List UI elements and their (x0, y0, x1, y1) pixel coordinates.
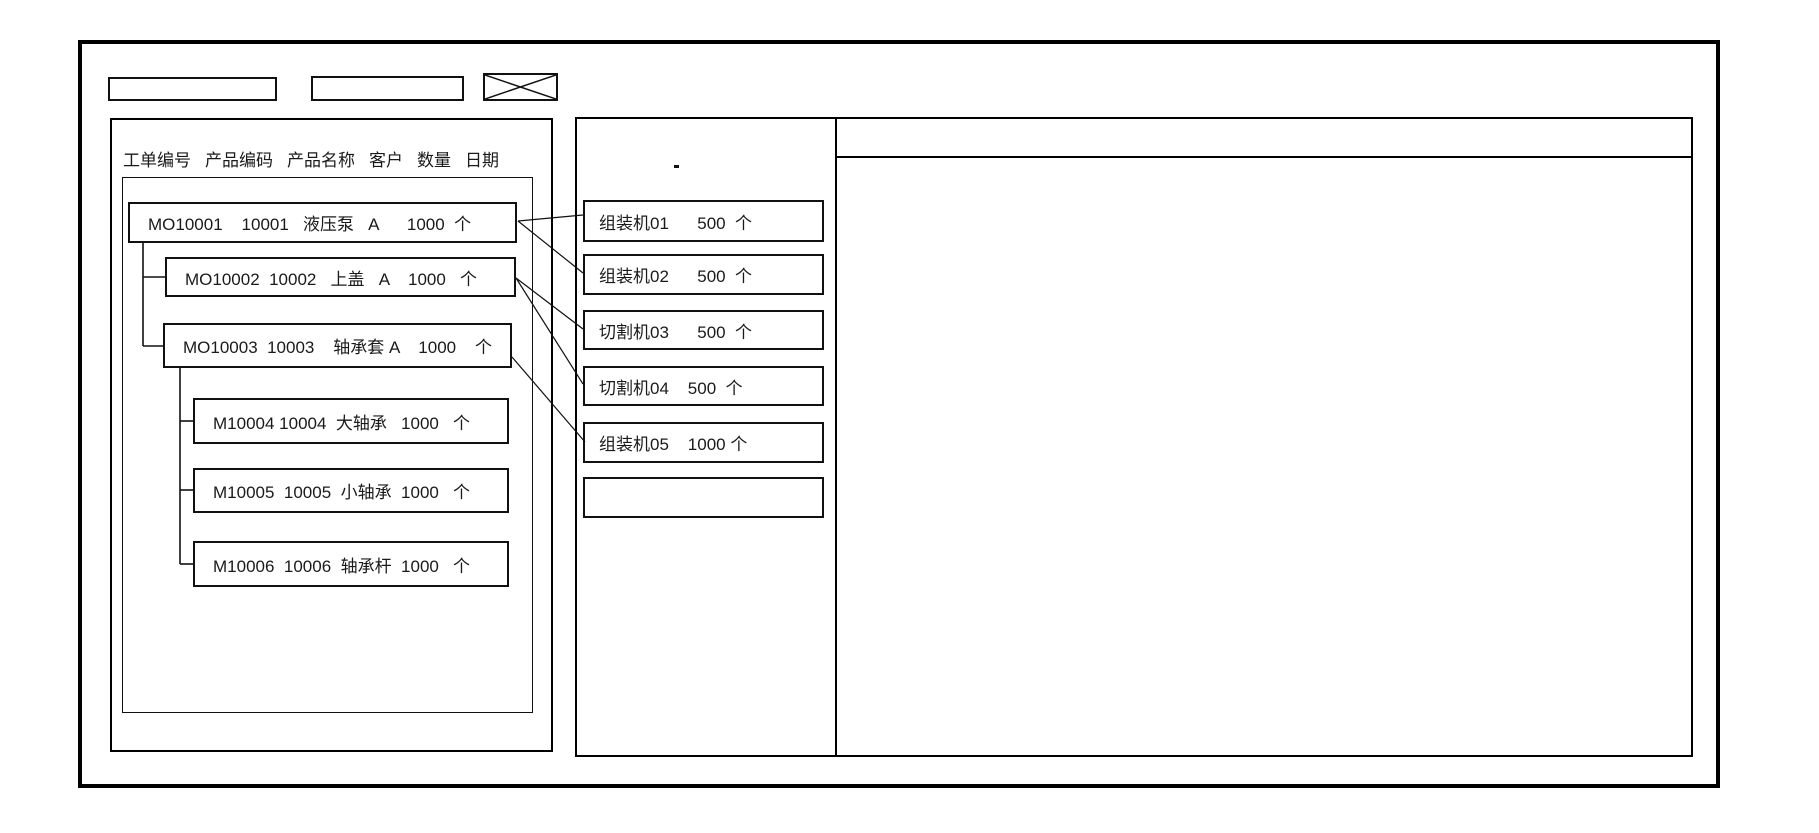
detail-panel-header-divider (837, 156, 1693, 158)
tree-node-m10005[interactable]: M10005 10005 小轴承 1000 个 (193, 468, 509, 513)
column-header-quantity: 数量 (417, 151, 451, 170)
column-header-order-no: 工单编号 (123, 151, 191, 170)
machine-box-empty[interactable] (583, 477, 824, 518)
machine-box-2[interactable]: 组装机02 500 个 (583, 254, 824, 295)
panel-dot-mark (674, 165, 679, 168)
toolbar-field-1[interactable] (108, 77, 277, 101)
column-header-product-name: 产品名称 (287, 151, 355, 170)
machine-box-1[interactable]: 组装机01 500 个 (583, 200, 824, 242)
tree-node-mo10002[interactable]: MO10002 10002 上盖 A 1000 个 (165, 257, 516, 297)
app-window-frame (78, 40, 1720, 788)
column-header-product-code: 产品编码 (205, 151, 273, 170)
machine-box-5[interactable]: 组装机05 1000 个 (583, 422, 824, 463)
toolbar-field-2[interactable] (311, 76, 464, 101)
tree-node-mo10003[interactable]: MO10003 10003 轴承套 A 1000 个 (163, 323, 512, 368)
column-header-customer: 客户 (369, 151, 403, 170)
image-placeholder-box (483, 73, 558, 101)
machine-box-3[interactable]: 切割机03 500 个 (583, 310, 824, 350)
detail-panel (835, 117, 1693, 757)
work-order-column-headers: 工单编号 产品编码 产品名称 客户 数量 日期 (123, 146, 499, 171)
tree-node-mo10001[interactable]: MO10001 10001 液压泵 A 1000 个 (128, 202, 517, 243)
column-header-date: 日期 (465, 151, 499, 170)
machine-box-4[interactable]: 切割机04 500 个 (583, 366, 824, 406)
tree-node-m10006[interactable]: M10006 10006 轴承杆 1000 个 (193, 541, 509, 587)
crossed-lines-icon (484, 74, 557, 100)
tree-node-m10004[interactable]: M10004 10004 大轴承 1000 个 (193, 398, 509, 444)
